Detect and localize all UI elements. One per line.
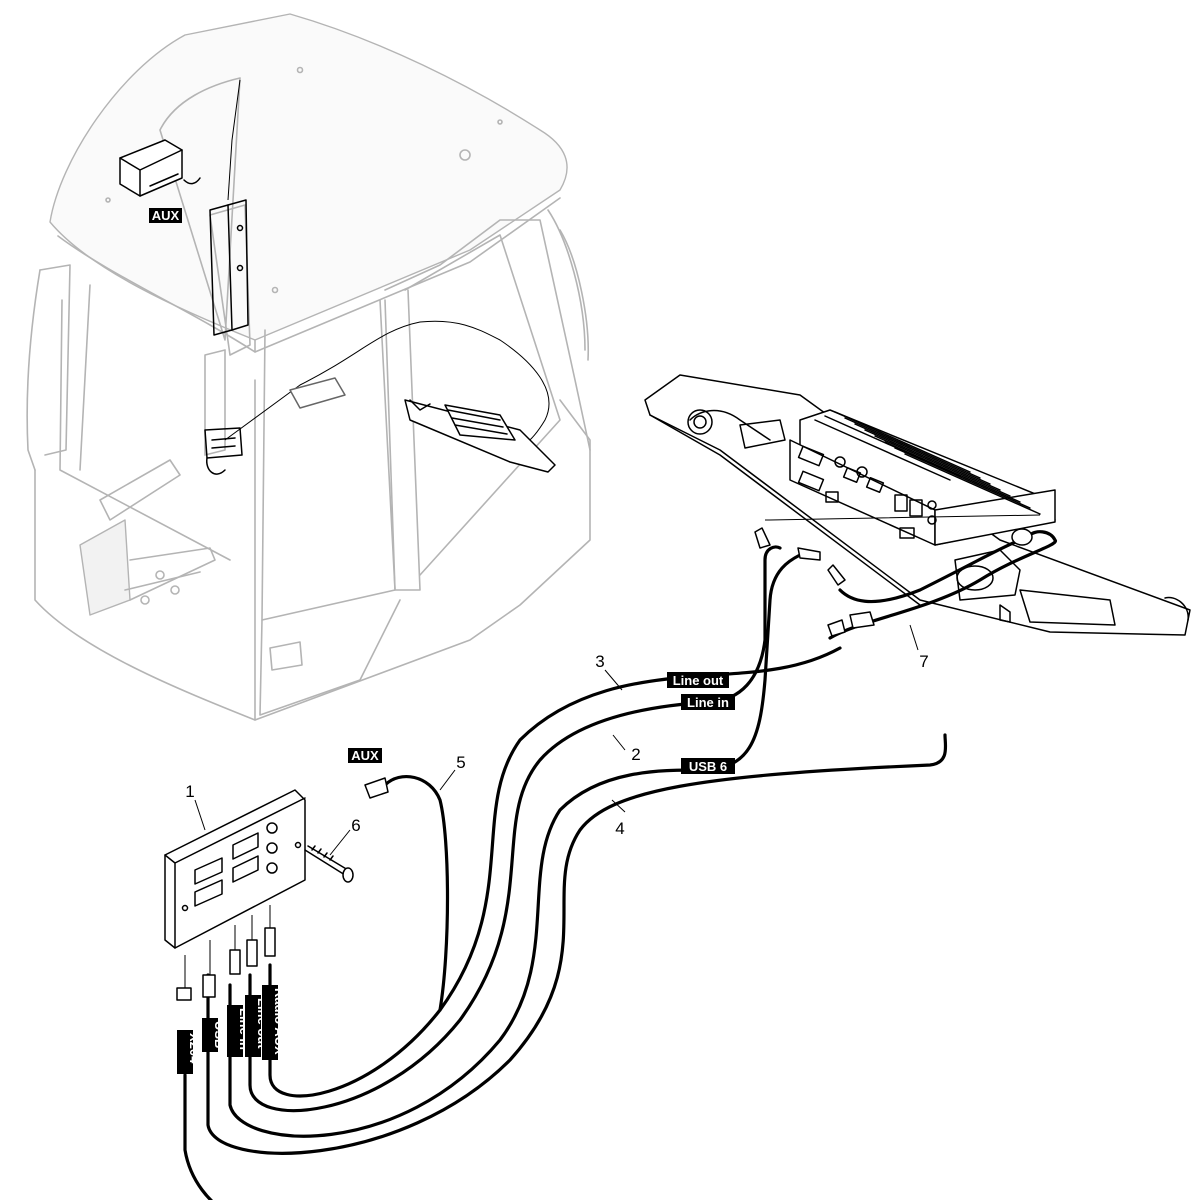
label-line-out-top: Line out: [667, 672, 729, 688]
label-radio-aux: Radio AUX: [262, 985, 287, 1060]
svg-text:AUX: AUX: [152, 208, 180, 223]
svg-text:Line in: Line in: [687, 695, 729, 710]
svg-text:Line out: Line out: [673, 673, 724, 688]
cable-x204: [183, 1073, 214, 1200]
screw: [304, 845, 354, 883]
cable-aux: [383, 775, 450, 1012]
svg-text:X204: X204: [187, 1033, 202, 1064]
callout-3: 3: [595, 652, 604, 671]
callout-5: 5: [456, 753, 465, 772]
callout-4: 4: [615, 819, 624, 838]
label-line-in-top: Line in: [681, 694, 735, 710]
label-x204: X204: [177, 1030, 202, 1074]
cable-7: [828, 530, 1057, 640]
callout-2: 2: [631, 745, 640, 764]
label-usb: USB: [202, 1018, 227, 1052]
svg-text:Radio AUX: Radio AUX: [272, 988, 287, 1055]
label-usb6: USB 6: [681, 758, 735, 774]
cab-outline: [26, 13, 591, 721]
cab-pillar-bracket: [204, 199, 249, 475]
cable-line-out: [268, 646, 842, 1098]
computer-unit: [644, 374, 1191, 636]
label-aux-cab: AUX: [149, 208, 182, 223]
cable-radio-aux: [206, 733, 948, 1155]
svg-text:AUX: AUX: [351, 748, 379, 763]
svg-text:USB: USB: [212, 1021, 227, 1048]
connector-panel: [164, 789, 306, 949]
cable-usb6: [228, 553, 802, 1138]
callout-6: 6: [351, 816, 360, 835]
cable-line-in: [248, 545, 782, 1113]
cab-computer-mount: [404, 399, 556, 473]
callout-1: 1: [185, 782, 194, 801]
roof-aux-module: [119, 139, 201, 197]
callout-7: 7: [919, 652, 928, 671]
panel-plugs: [176, 905, 276, 1001]
label-aux-cable: AUX: [348, 748, 382, 763]
svg-text:USB 6: USB 6: [689, 759, 727, 774]
